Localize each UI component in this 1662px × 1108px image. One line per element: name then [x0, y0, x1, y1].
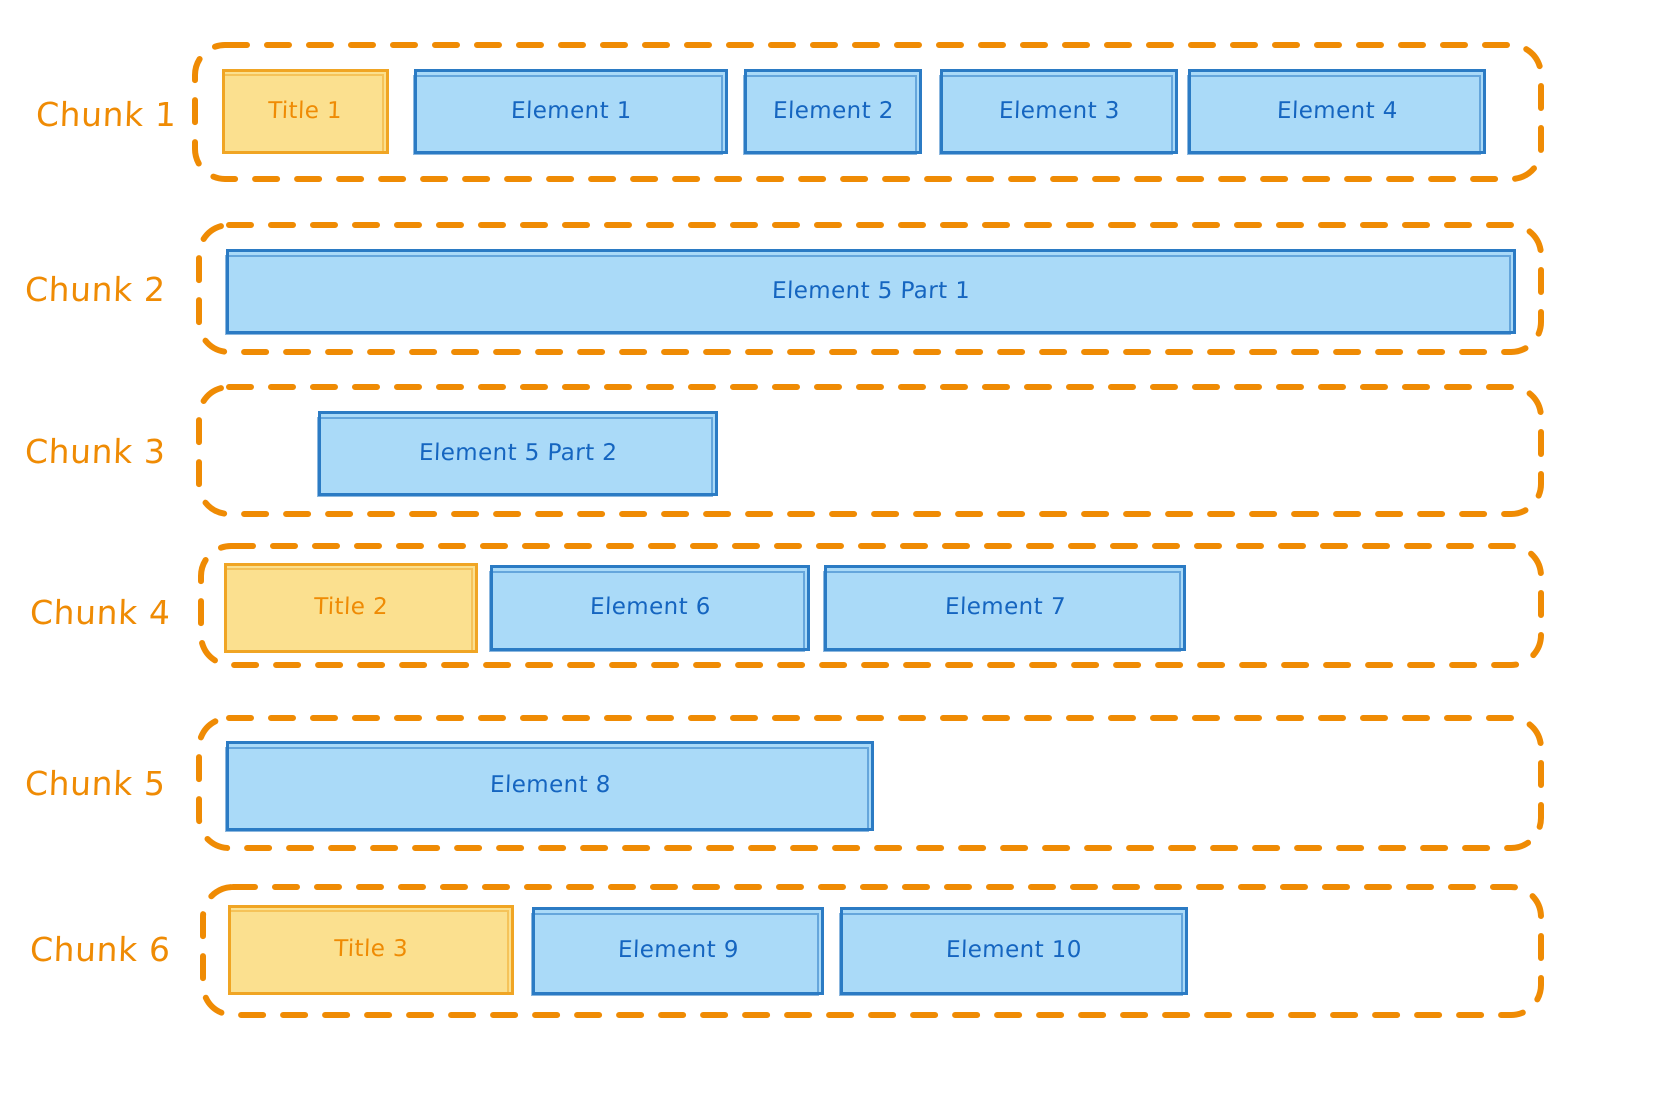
chunk-label-5: Chunk 5: [24, 764, 167, 803]
title-box-title-1[interactable]: Title 1: [222, 69, 389, 154]
box-label: Title 3: [333, 936, 409, 963]
element-box-element-10[interactable]: Element 10: [839, 907, 1188, 996]
chunk-label-1: Chunk 1: [35, 95, 178, 134]
box-label: Element 6: [589, 594, 711, 621]
element-box-element-8[interactable]: Element 8: [225, 741, 874, 832]
chunk-label-4: Chunk 4: [29, 593, 172, 632]
element-box-element-2[interactable]: Element 2: [743, 69, 922, 155]
box-label: Element 10: [945, 937, 1083, 964]
element-box-element-6[interactable]: Element 6: [489, 565, 810, 652]
element-box-element-1[interactable]: Element 1: [413, 69, 728, 155]
box-label: Element 5 Part 2: [418, 439, 618, 466]
element-box-element-5-part-1[interactable]: Element 5 Part 1: [225, 249, 1516, 335]
element-box-element-3[interactable]: Element 3: [939, 69, 1178, 155]
box-label: Element 9: [617, 937, 739, 964]
element-box-element-9[interactable]: Element 9: [531, 907, 824, 996]
box-label: Element 8: [489, 772, 611, 799]
box-label: Element 2: [772, 97, 894, 124]
element-box-element-5-part-2[interactable]: Element 5 Part 2: [317, 411, 718, 497]
box-label: Element 7: [944, 594, 1066, 621]
box-label: Element 3: [998, 97, 1120, 124]
title-box-title-3[interactable]: Title 3: [228, 905, 514, 995]
box-label: Title 1: [268, 97, 343, 124]
element-box-element-4[interactable]: Element 4: [1187, 69, 1486, 155]
box-label: Title 2: [313, 594, 389, 621]
chunk-label-6: Chunk 6: [29, 930, 172, 969]
title-box-title-2[interactable]: Title 2: [224, 563, 478, 653]
box-label: Element 1: [510, 97, 632, 124]
box-label: Element 5 Part 1: [771, 277, 971, 304]
element-box-element-7[interactable]: Element 7: [823, 565, 1186, 652]
chunk-label-2: Chunk 2: [24, 270, 167, 309]
chunk-label-3: Chunk 3: [24, 432, 167, 471]
box-label: Element 4: [1276, 97, 1398, 124]
